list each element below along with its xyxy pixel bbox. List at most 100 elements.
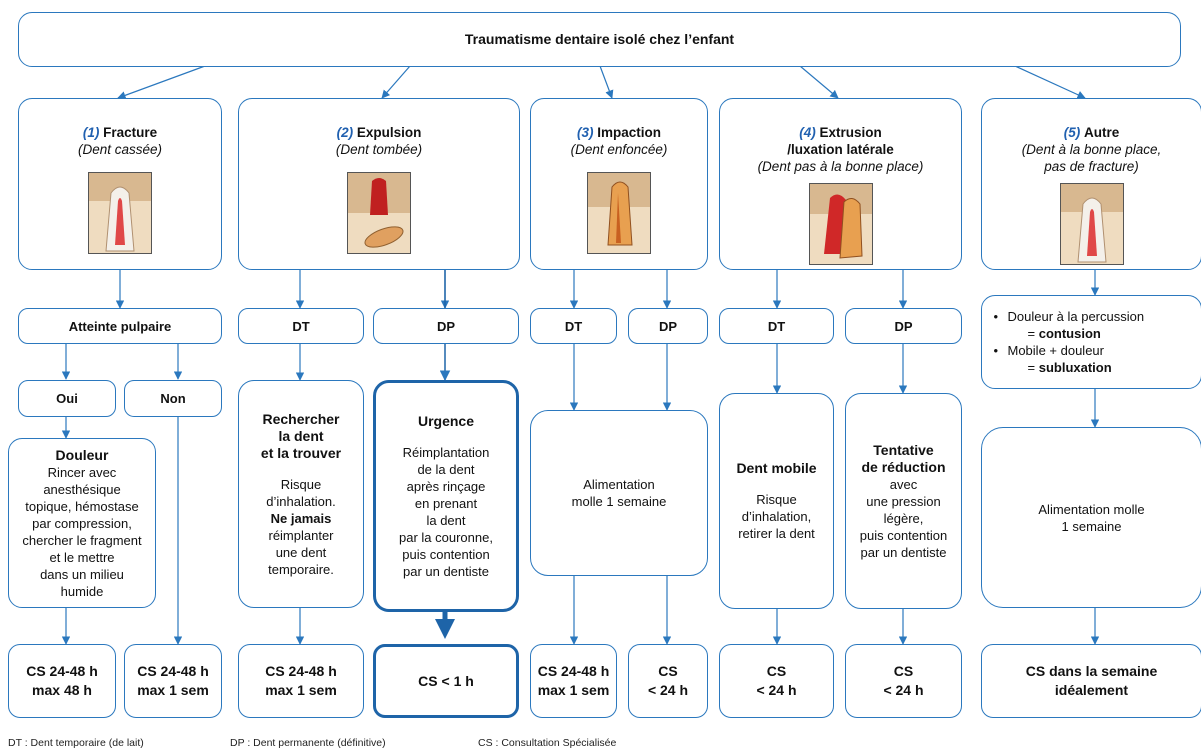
alimentation-box: Alimentation molle 1 semaine (530, 410, 708, 576)
result-fracture-oui: CS 24-48 h max 48 h (8, 644, 116, 718)
douleur-box: Douleur Rincer avec anesthésique topique… (8, 438, 156, 608)
category-number: (2) (336, 125, 354, 140)
equals-sign: = (1027, 326, 1039, 341)
detail-line: Risque (756, 492, 797, 507)
legend-dt: DT : Dent temporaire (de lait) (8, 737, 144, 749)
result-line: CS 24-48 h (537, 663, 610, 679)
category-subtitle: (Dent pas à la bonne place) (757, 159, 924, 174)
detail-line: Risque (280, 476, 322, 492)
dent-mobile-box: Dent mobile Risque d’inhalation, retirer… (719, 393, 834, 609)
tentative-box: Tentative de réduction avec une pression… (845, 393, 962, 609)
detail-line: retirer la dent (738, 526, 815, 541)
category-subtitle: (Dent à la bonne place, (1021, 142, 1162, 157)
extrusion-dp-box: DP (845, 308, 962, 344)
alimentation-autre-box: Alimentation molle 1 semaine (981, 427, 1201, 608)
diagram-title: Traumatisme dentaire isolé chez l’enfant (18, 12, 1181, 67)
oui-label: Oui (56, 391, 78, 406)
result-line: CS < 1 h (418, 672, 474, 689)
criteria-result: subluxation (1038, 360, 1112, 375)
detail-line: topique, hémostase (25, 498, 139, 514)
detail-line: de la dent (417, 461, 475, 477)
rechercher-title: Rechercher (262, 410, 340, 427)
detail-line: par la couronne, (399, 529, 493, 545)
legend-dp: DP : Dent permanente (définitive) (230, 737, 386, 749)
dp-label: DP (436, 318, 456, 334)
tooth-extrusion-illustration (808, 183, 873, 265)
tooth-fracture-illustration (88, 172, 152, 254)
category-extrusion: (4) Extrusion /luxation latérale (Dent p… (719, 98, 962, 270)
category-number: (1) (82, 125, 100, 140)
detail-line: dans un milieu (40, 566, 124, 582)
criteria-result: contusion (1038, 326, 1101, 341)
bullet-icon: • (993, 343, 999, 358)
rechercher-box: Rechercher la dent et la trouver Risque … (238, 380, 364, 608)
dt-label: DT (292, 318, 310, 334)
atteinte-pulpaire-box: Atteinte pulpaire (18, 308, 222, 344)
category-name: Autre (1084, 125, 1120, 140)
detail-line: Rincer avec (47, 464, 117, 480)
result-line: CS 24-48 h (265, 663, 337, 679)
result-line: CS 24-48 h (26, 663, 98, 679)
detail-line: après rinçage (406, 478, 486, 494)
detail-line: d’inhalation. (266, 493, 336, 509)
impaction-dp-box: DP (628, 308, 708, 344)
urgence-title: Urgence (417, 412, 475, 429)
detail-line: par compression, (32, 515, 132, 531)
impaction-dt-box: DT (530, 308, 617, 344)
legend-cs: CS : Consultation Spécialisée (478, 737, 617, 749)
detail-line: d’inhalation, (741, 509, 812, 524)
category-autre: (5) Autre (Dent à la bonne place, pas de… (981, 98, 1201, 270)
detail-line: puis contention (859, 527, 948, 543)
result-line: < 24 h (883, 682, 924, 698)
category-impaction: (3) Impaction (Dent enfoncée) (530, 98, 708, 270)
detail-line: anesthésique (43, 481, 121, 497)
tentative-title: de réduction (861, 458, 946, 475)
detail-line: 1 semaine (1061, 518, 1122, 534)
category-name: Fracture (103, 125, 158, 140)
detail-line: légère, (883, 510, 924, 526)
category-subtitle-line2: pas de fracture) (1044, 159, 1139, 174)
autre-criteria-box: •Douleur à la percussion = contusion •Mo… (981, 295, 1201, 389)
result-line: max 48 h (32, 682, 92, 698)
equals-sign: = (1027, 360, 1039, 375)
category-subtitle: (Dent cassée) (77, 142, 163, 157)
tooth-impaction-illustration (587, 172, 651, 254)
detail-line: la dent (426, 512, 466, 528)
result-extrusion-dt: CS < 24 h (719, 644, 834, 718)
dt-label: DT (564, 318, 583, 334)
detail-line: réimplanter (268, 527, 334, 543)
rechercher-title: et la trouver (260, 444, 342, 461)
result-fracture-non: CS 24-48 h max 1 sem (124, 644, 222, 718)
tooth-autre-illustration (1059, 183, 1124, 265)
tentative-title: Tentative (873, 441, 934, 458)
detail-line: une dent (275, 544, 327, 560)
dt-label: DT (767, 318, 786, 334)
detail-line: Réimplantation (402, 444, 490, 460)
oui-box: Oui (18, 380, 116, 417)
extrusion-dt-box: DT (719, 308, 834, 344)
result-extrusion-dp: CS < 24 h (845, 644, 962, 718)
detail-line: une pression (866, 493, 941, 509)
category-subtitle: (Dent tombée) (335, 142, 423, 157)
category-name: Expulsion (356, 125, 422, 140)
category-number: (3) (576, 125, 594, 140)
result-expulsion-dp: CS < 1 h (373, 644, 519, 718)
detail-line: par un dentiste (860, 544, 947, 560)
result-line: idéalement (1054, 682, 1129, 698)
detail-line: puis contention (402, 546, 490, 562)
result-line: CS (766, 663, 787, 679)
result-line: < 24 h (647, 682, 689, 698)
result-line: CS dans la semaine (1025, 663, 1158, 679)
non-label: Non (160, 391, 186, 406)
result-line: max 1 sem (137, 682, 209, 698)
criteria-text: Mobile + douleur (1007, 343, 1104, 358)
result-line: CS 24-48 h (137, 663, 209, 679)
result-impaction-dp: CS < 24 h (628, 644, 708, 718)
category-name: Impaction (597, 125, 662, 140)
result-expulsion-dt: CS 24-48 h max 1 sem (238, 644, 364, 718)
result-line: max 1 sem (537, 682, 610, 698)
douleur-title: Douleur (55, 446, 109, 463)
category-name-line2: /luxation latérale (787, 142, 894, 157)
expulsion-dt-box: DT (238, 308, 364, 344)
detail-line: Alimentation (583, 477, 655, 492)
